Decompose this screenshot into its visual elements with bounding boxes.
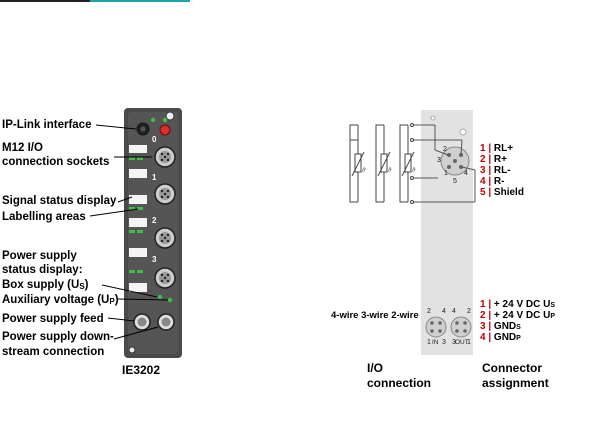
svg-text:2: 2 <box>467 308 471 315</box>
lower-pin-3: 3 | GNDS <box>480 321 521 332</box>
sensor-schematic-2wire <box>399 124 415 203</box>
svg-text:ϑ: ϑ <box>412 168 416 174</box>
lower-in-connector <box>425 316 447 338</box>
svg-text:4: 4 <box>464 170 468 177</box>
label-labelling-areas: Labelling areas <box>2 211 86 223</box>
upper-pin-4: 4 | R- <box>480 176 505 187</box>
label-power-downstream-line1: Power supply down- <box>2 331 114 343</box>
svg-text:3: 3 <box>437 157 441 164</box>
svg-text:IN: IN <box>432 339 439 346</box>
labelling-areas <box>129 145 147 292</box>
sensor-schematic-4wire <box>349 124 365 203</box>
device-model-caption: IE3202 <box>122 363 161 377</box>
label-m12-line2: connection sockets <box>2 156 110 168</box>
sensor-symbols: ϑ ϑ ϑ <box>362 168 416 174</box>
top-accent-bar <box>0 0 190 2</box>
svg-text:2: 2 <box>427 308 431 315</box>
label-m12-line1: M12 I/O <box>2 142 43 154</box>
upper-pin-2: 2 | R+ <box>480 154 507 165</box>
label-power-downstream-line2: stream connection <box>2 346 105 358</box>
m12-socket-1 <box>154 183 176 205</box>
power-downstream-connector <box>157 313 175 331</box>
socket-number-3: 3 <box>152 255 157 264</box>
label-box-supply: Box supply (US) <box>2 279 89 291</box>
socket-numbers: 0 1 2 3 <box>152 135 157 264</box>
m12-socket-3 <box>154 267 176 289</box>
upper-pin-1: 1 | RL+ <box>480 143 514 154</box>
socket-number-1: 1 <box>152 173 157 182</box>
upper-m12-pin-diagram <box>440 146 470 176</box>
svg-text:5: 5 <box>453 178 457 185</box>
io-connection-caption-line2: connection <box>367 376 432 390</box>
lower-connector-labels: IN OUT <box>432 339 469 346</box>
wiring-lines <box>413 124 476 203</box>
upper-pin-3: 3 | RL- <box>480 165 511 176</box>
lower-out-connector <box>450 316 472 338</box>
label-signal-status-display: Signal status display <box>2 195 117 207</box>
socket-number-2: 2 <box>152 216 157 225</box>
signal-status-leds <box>129 157 143 273</box>
connector-assignment-caption-line1: Connector <box>482 361 542 375</box>
power-status-leds <box>157 294 173 303</box>
svg-text:OUT: OUT <box>455 339 469 346</box>
svg-text:3: 3 <box>452 339 456 346</box>
io-connection-caption-line1: I/O <box>367 361 384 375</box>
terminal-dots <box>410 123 414 204</box>
lower-pin-2: 2 | + 24 V DC UP <box>480 310 556 321</box>
m12-socket-0 <box>154 146 176 168</box>
connector-assignment-caption-line2: assignment <box>482 376 549 390</box>
svg-text:3: 3 <box>442 339 446 346</box>
svg-text:ϑ: ϑ <box>388 168 392 174</box>
power-feed-connector <box>133 313 151 331</box>
sensor-schematic-3wire <box>375 124 391 203</box>
svg-text:2: 2 <box>443 146 447 153</box>
label-power-supply-line2: status display: <box>2 264 83 276</box>
svg-text:4: 4 <box>442 308 446 315</box>
m12-sockets <box>154 146 176 289</box>
lower-pin-numbers: 2 4 4 2 1 3 3 1 <box>427 308 471 346</box>
socket-number-0: 0 <box>152 135 157 144</box>
upper-pin-numbers: 2 3 1 5 4 <box>437 146 468 185</box>
lower-pin-4: 4 | GNDP <box>480 332 521 343</box>
label-power-supply-feed: Power supply feed <box>2 313 104 325</box>
leader-lines <box>89 124 169 340</box>
svg-text:ϑ: ϑ <box>362 168 366 174</box>
svg-text:1: 1 <box>444 170 448 177</box>
label-power-supply-line1: Power supply <box>2 250 77 262</box>
ip-link-connector <box>136 117 171 136</box>
upper-pin-5: 5 | Shield <box>480 187 524 198</box>
wire-type-labels: 4-wire 3-wire 2-wire <box>331 310 419 321</box>
label-auxiliary-voltage: Auxiliary voltage (UP) <box>2 294 119 306</box>
svg-text:1: 1 <box>427 339 431 346</box>
m12-socket-2 <box>154 227 176 249</box>
svg-text:1: 1 <box>467 339 471 346</box>
top-black-bar <box>0 0 90 2</box>
label-ip-link-interface: IP-Link interface <box>2 119 92 131</box>
svg-text:4: 4 <box>452 308 456 315</box>
lower-pin-1: 1 | + 24 V DC US <box>480 299 556 310</box>
